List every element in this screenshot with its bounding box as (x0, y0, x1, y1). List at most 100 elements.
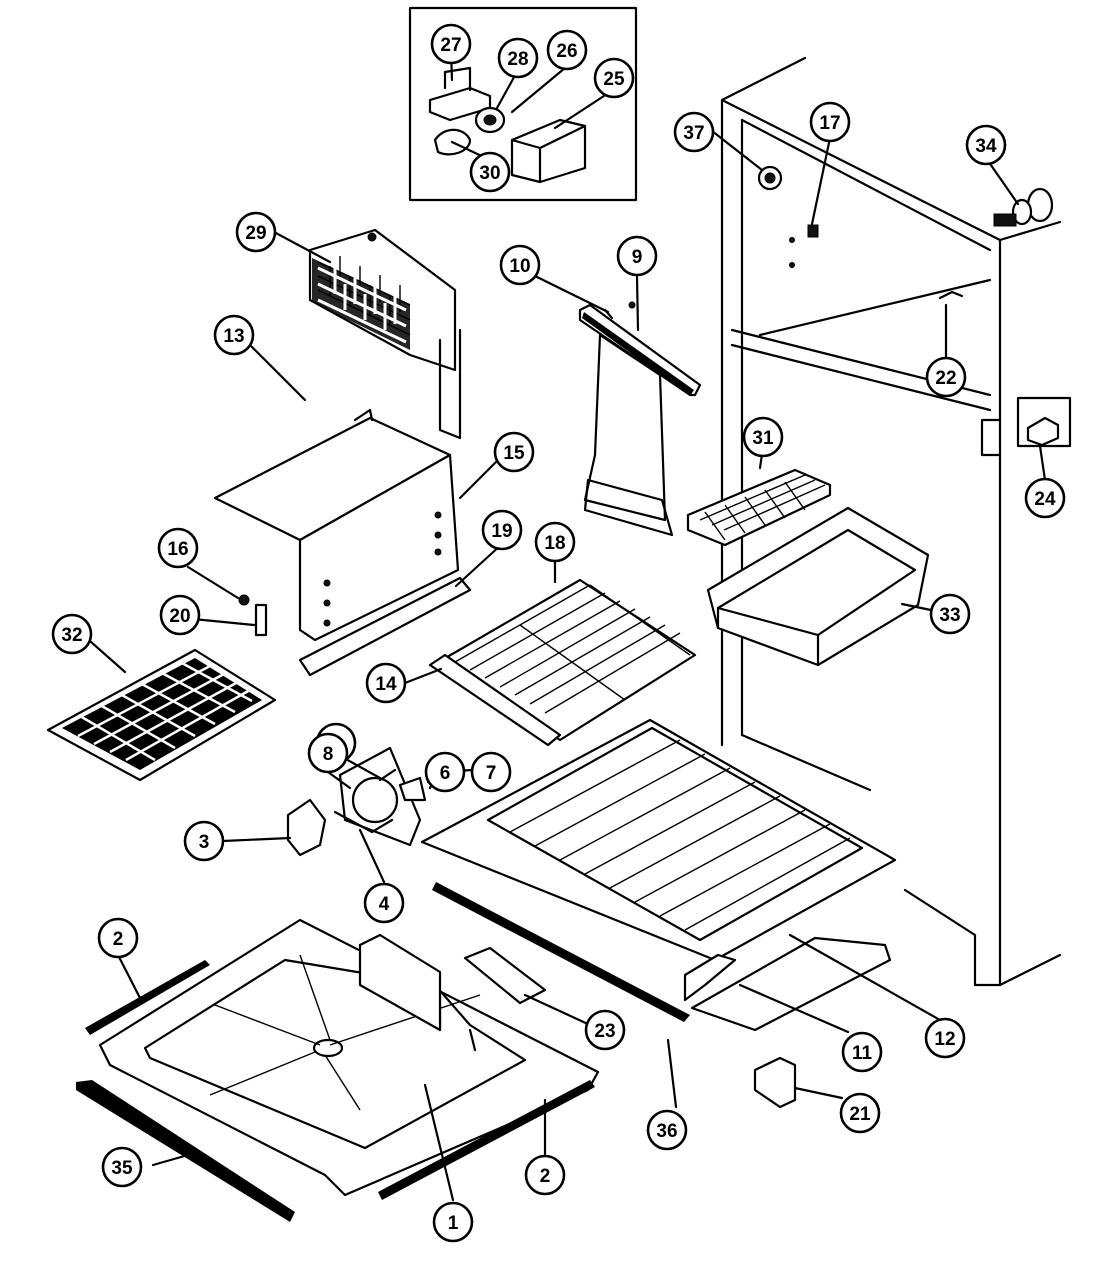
callout-circle (432, 1201, 474, 1243)
part-18-wire-shelf (428, 578, 697, 747)
callout-37: 37 (673, 111, 715, 153)
callout-label: 24 (1034, 489, 1056, 510)
callout-10: 10 (499, 244, 541, 286)
callout-label: 35 (111, 1158, 133, 1179)
callout-label: 13 (223, 326, 244, 347)
callout-circle (499, 244, 541, 286)
callout-circle (646, 1109, 688, 1151)
callout-label: 9 (632, 247, 643, 268)
part-32-wire-shelf (46, 648, 277, 782)
callout-circle (809, 101, 851, 143)
leader-lines (80, 48, 1047, 1202)
callout-circle (307, 732, 349, 774)
callout-circle (965, 124, 1007, 166)
callout-label: 23 (594, 1021, 615, 1042)
callout-28: 28 (497, 37, 539, 79)
callout-35: 35 (101, 1146, 143, 1188)
callout-circle (481, 509, 523, 551)
callout-circle (159, 594, 201, 636)
callout-25: 25 (593, 57, 635, 99)
callout-circle (51, 613, 93, 655)
callout-2: 2 (97, 917, 139, 959)
callout-label: 19 (491, 521, 512, 542)
callout-label: 18 (544, 533, 565, 554)
callout-30: 30 (469, 151, 511, 193)
callout-label: 36 (656, 1121, 677, 1142)
callout-4: 4 (363, 882, 405, 924)
callout-circle (673, 111, 715, 153)
callout-circle (742, 416, 784, 458)
callout-label: 29 (245, 223, 266, 244)
callout-label: 28 (507, 49, 528, 70)
callout-circle (470, 751, 512, 793)
callout-label: 4 (379, 894, 390, 915)
callout-14: 14 (365, 662, 407, 704)
callout-circle (616, 235, 658, 277)
callout-label: 31 (752, 428, 774, 449)
callout-6: 6 (424, 751, 466, 793)
callout-15: 15 (493, 431, 535, 473)
callout-24: 24 (1024, 477, 1066, 519)
part-3-8-fan-assembly (286, 746, 437, 857)
callout-layer: 1223456789101112131415161718192021222324… (51, 23, 1066, 1243)
callout-22: 22 (925, 356, 967, 398)
callout-label: 32 (61, 625, 82, 646)
callout-label: 33 (939, 605, 960, 626)
callout-circle (157, 527, 199, 569)
part-33-crisper-pan (706, 506, 930, 667)
part-11-glass-shelf (690, 936, 892, 1032)
callout-circle (593, 57, 635, 99)
callout-33: 33 (929, 593, 971, 635)
part-13-15-freezer-shelf (213, 408, 472, 677)
callout-8: 8 (307, 732, 349, 774)
callout-circle (365, 662, 407, 704)
callout-circle (430, 23, 472, 65)
callout-circle (1024, 477, 1066, 519)
callout-1: 1 (432, 1201, 474, 1243)
callout-circle (497, 37, 539, 79)
callout-label: 21 (849, 1104, 871, 1125)
callout-label: 6 (440, 763, 451, 784)
callout-label: 15 (503, 443, 525, 464)
callout-27: 27 (430, 23, 472, 65)
part-36-trim-strip (432, 882, 690, 1022)
callout-20: 20 (159, 594, 201, 636)
callout-label: 8 (323, 744, 334, 765)
callout-label: 37 (683, 123, 704, 144)
callout-label: 2 (113, 929, 124, 950)
callout-circle (235, 211, 277, 253)
part-31-ice-tray (686, 468, 832, 547)
callout-circle (363, 882, 405, 924)
callout-circle (493, 431, 535, 473)
callout-circle (101, 1146, 143, 1188)
callout-13: 13 (213, 314, 255, 356)
callout-18: 18 (534, 521, 576, 563)
callout-label: 17 (819, 113, 840, 134)
callout-label: 25 (603, 69, 625, 90)
callout-2: 2 (524, 1154, 566, 1196)
callout-label: 16 (167, 539, 188, 560)
callout-label: 22 (935, 368, 956, 389)
callout-16: 16 (157, 527, 199, 569)
part-35-front-rail (76, 1080, 295, 1222)
callout-label: 30 (479, 163, 500, 184)
callout-circle (924, 1017, 966, 1059)
callout-circle (839, 1092, 881, 1134)
callout-circle (584, 1009, 626, 1051)
callout-circle (929, 593, 971, 635)
callout-12: 12 (924, 1017, 966, 1059)
callout-31: 31 (742, 416, 784, 458)
callout-label: 14 (375, 674, 397, 695)
callout-36: 36 (646, 1109, 688, 1151)
callout-circle (183, 820, 225, 862)
callout-label: 12 (934, 1029, 955, 1050)
callout-3: 3 (183, 820, 225, 862)
callout-label: 27 (440, 35, 461, 56)
callout-11: 11 (841, 1031, 883, 1073)
part-21-bracket (753, 1056, 797, 1109)
part-12-crisper-cover (420, 718, 897, 1002)
callout-circle (469, 151, 511, 193)
callout-23: 23 (584, 1009, 626, 1051)
callout-circle (97, 917, 139, 959)
callout-label: 1 (448, 1213, 459, 1234)
